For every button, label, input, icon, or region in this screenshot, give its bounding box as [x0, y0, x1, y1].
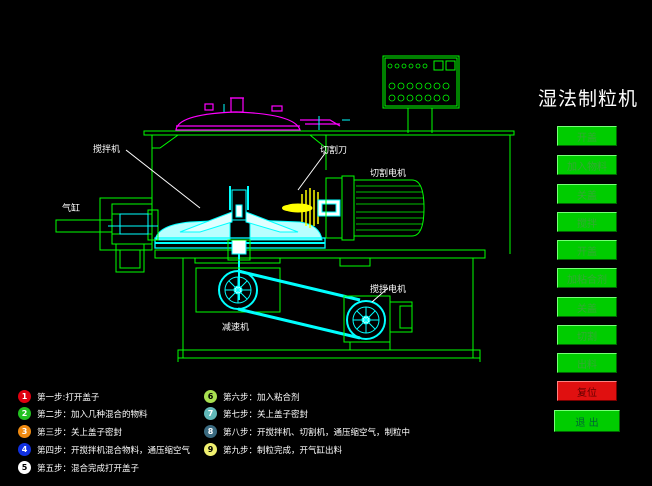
step-number-badge: 9 [204, 443, 217, 456]
machine-body [143, 130, 515, 362]
step-number-badge: 8 [204, 425, 217, 438]
belt [237, 269, 361, 340]
step-number-badge: 1 [18, 390, 31, 403]
exit-button[interactable]: 退 出 [554, 410, 620, 432]
close-lid-button-2[interactable]: 关盖 [557, 297, 617, 317]
step-number-badge: 6 [204, 390, 217, 403]
step-4: 4 第四步：开搅拌机混合物料，通压缩空气 [18, 443, 190, 456]
step-text: 第一步:打开盖子 [37, 392, 100, 403]
step-text: 第二步：加入几种混合的物料 [37, 409, 148, 420]
label-reducer: 减速机 [222, 323, 250, 333]
step-text: 第七步：关上盖子密封 [223, 409, 309, 420]
mixer-motor [343, 295, 413, 351]
step-number-badge: 4 [18, 443, 31, 456]
step-1: 1 第一步:打开盖子 [18, 390, 99, 403]
step-number-badge: 5 [18, 461, 31, 474]
step-text: 第八步：开搅拌机、切割机，通压缩空气，制粒中 [223, 427, 411, 438]
add-binder-button[interactable]: 加粘合剂 [557, 268, 617, 288]
step-9: 9 第九步：制粒完成，开气缸出料 [204, 443, 342, 456]
step-number-badge: 3 [18, 425, 31, 438]
close-lid-button[interactable]: 关盖 [557, 184, 617, 204]
open-lid-button[interactable]: 开盖 [557, 126, 617, 146]
reset-button[interactable]: 复位 [557, 381, 617, 401]
step-7: 7 第七步：关上盖子密封 [204, 407, 308, 420]
step-number-badge: 2 [18, 407, 31, 420]
step-2: 2 第二步：加入几种混合的物料 [18, 407, 148, 420]
step-5: 5 第五步：混合完成打开盖子 [18, 461, 139, 474]
step-text: 第九步：制粒完成，开气缸出料 [223, 445, 343, 456]
mixing-bowl [154, 186, 326, 300]
label-cutter-motor: 切割电机 [370, 169, 407, 179]
label-cylinder: 气缸 [62, 204, 81, 214]
label-mixer: 搅拌机 [93, 145, 121, 155]
add-material-button[interactable]: 加入物料 [557, 155, 617, 175]
step-text: 第四步：开搅拌机混合物料，通压缩空气 [37, 445, 191, 456]
cut-button[interactable]: 切割 [557, 325, 617, 345]
label-cutter: 切割刀 [320, 146, 348, 156]
step-3: 3 第三步：关上盖子密封 [18, 425, 122, 438]
step-text: 第三步：关上盖子密封 [37, 427, 123, 438]
control-panel [382, 55, 460, 133]
page-title: 湿法制粒机 [538, 88, 639, 110]
step-text: 第六步：加入粘合剂 [223, 392, 300, 403]
cutter [282, 188, 341, 228]
step-number-badge: 7 [204, 407, 217, 420]
open-lid-button-2[interactable]: 开盖 [557, 240, 617, 260]
step-text: 第五步：混合完成打开盖子 [37, 463, 140, 474]
label-mixer-motor: 搅拌电机 [370, 285, 407, 295]
mix-button[interactable]: 搅拌 [557, 212, 617, 232]
cutter-motor [325, 175, 425, 241]
lid [175, 97, 341, 131]
discharge-button[interactable]: 出料 [557, 353, 617, 373]
step-6: 6 第六步：加入粘合剂 [204, 390, 300, 403]
step-8: 8 第八步：开搅拌机、切割机，通压缩空气，制粒中 [204, 425, 410, 438]
